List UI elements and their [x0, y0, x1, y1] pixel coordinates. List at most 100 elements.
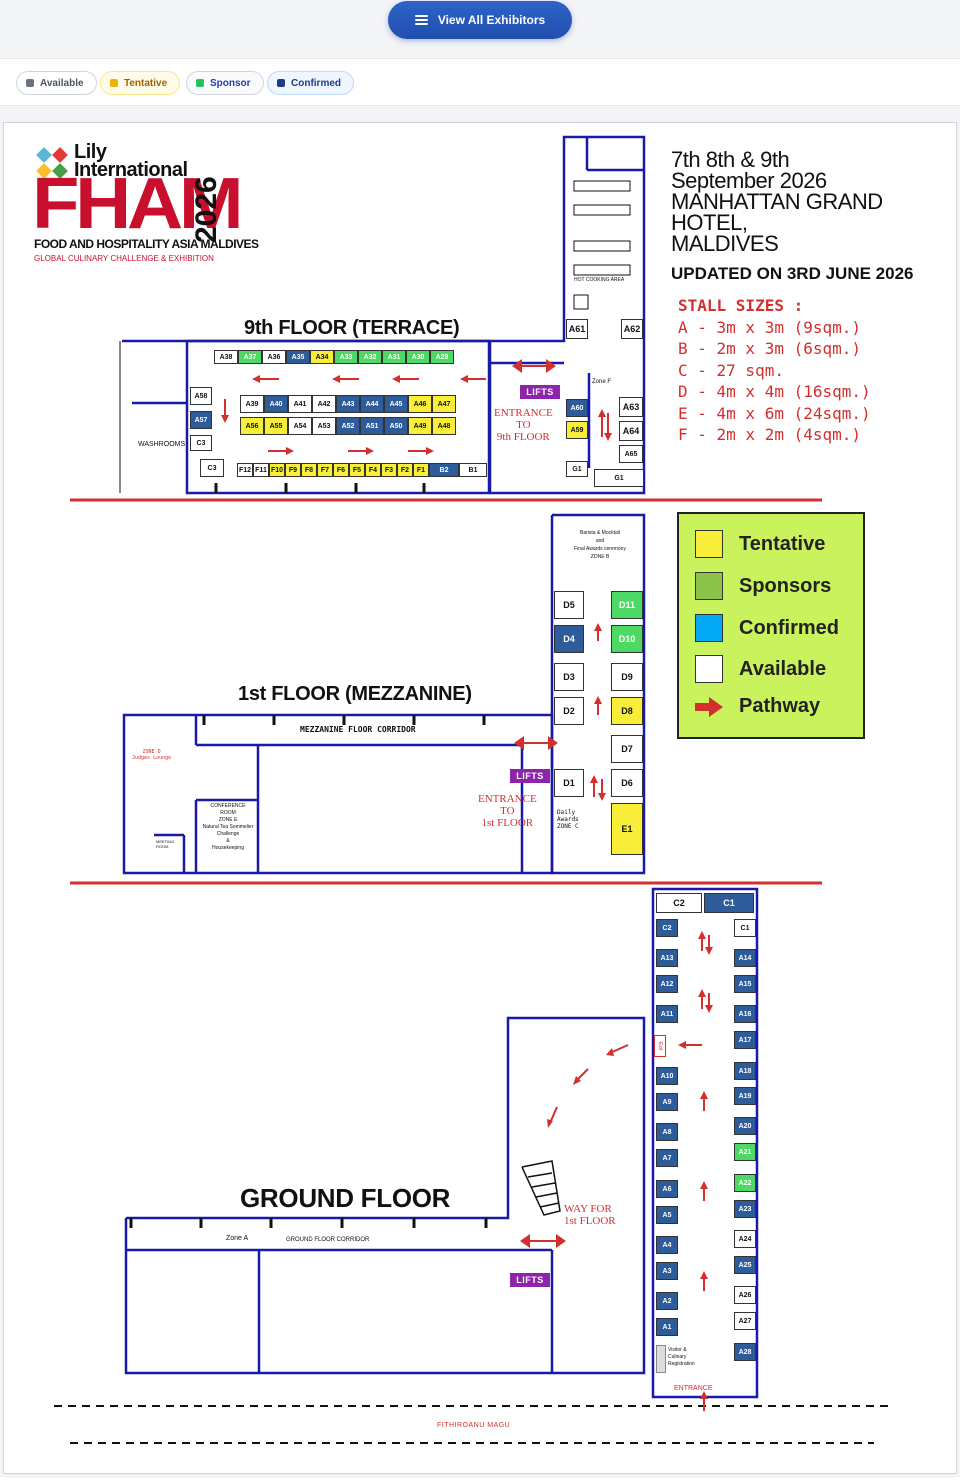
stall-a12[interactable]: A12	[656, 975, 678, 993]
stall-a41[interactable]: A41	[288, 395, 312, 413]
stall-a21[interactable]: A21	[734, 1143, 756, 1161]
stall-a29[interactable]: A29	[430, 350, 454, 364]
stall-b1[interactable]: B1	[459, 463, 487, 477]
stall-a17[interactable]: A17	[734, 1031, 756, 1049]
stall-a7[interactable]: A7	[656, 1149, 678, 1167]
stall-a58[interactable]: A58	[190, 387, 212, 405]
stall-d4[interactable]: D4	[554, 625, 584, 653]
stall-c3[interactable]: C3	[200, 459, 224, 477]
stall-d3[interactable]: D3	[554, 663, 584, 691]
stall-d6[interactable]: D6	[611, 769, 643, 797]
stall-a8[interactable]: A8	[656, 1123, 678, 1141]
stall-a38[interactable]: A38	[214, 350, 238, 364]
stall-a48[interactable]: A48	[432, 417, 456, 435]
stall-a23[interactable]: A23	[734, 1200, 756, 1218]
stall-a42[interactable]: A42	[312, 395, 336, 413]
stall-a36[interactable]: A36	[262, 350, 286, 364]
stall-a53[interactable]: A53	[312, 417, 336, 435]
stall-a30[interactable]: A30	[406, 350, 430, 364]
stall-a26[interactable]: A26	[734, 1286, 756, 1304]
stall-a35[interactable]: A35	[286, 350, 310, 364]
stall-d8[interactable]: D8	[611, 697, 643, 725]
stall-a56[interactable]: A56	[240, 417, 264, 435]
stall-f4[interactable]: F4	[365, 463, 381, 477]
stall-a65[interactable]: A65	[619, 445, 643, 463]
stall-c2[interactable]: C2	[656, 919, 678, 937]
stall-c1[interactable]: C1	[734, 919, 756, 937]
stall-f9[interactable]: F9	[285, 463, 301, 477]
stall-a59[interactable]: A59	[566, 421, 588, 439]
stall-d5[interactable]: D5	[554, 591, 584, 619]
stall-a50[interactable]: A50	[384, 417, 408, 435]
stall-d1[interactable]: D1	[554, 769, 584, 797]
stall-a19[interactable]: A19	[734, 1087, 756, 1105]
stall-e1[interactable]: E1	[611, 803, 643, 855]
stall-a43[interactable]: A43	[336, 395, 360, 413]
stall-a39[interactable]: A39	[240, 395, 264, 413]
stall-a16[interactable]: A16	[734, 1005, 756, 1023]
stall-a64[interactable]: A64	[619, 421, 643, 441]
stall-f11[interactable]: F11	[253, 463, 269, 477]
stall-a63[interactable]: A63	[619, 397, 643, 417]
stall-g1[interactable]: G1	[566, 461, 588, 477]
stall-d7[interactable]: D7	[611, 735, 643, 763]
stall-f5[interactable]: F5	[349, 463, 365, 477]
stall-a60[interactable]: A60	[566, 399, 588, 417]
stall-d2[interactable]: D2	[554, 697, 584, 725]
stall-a6[interactable]: A6	[656, 1180, 678, 1198]
stall-f2[interactable]: F2	[397, 463, 413, 477]
stall-a4[interactable]: A4	[656, 1236, 678, 1254]
stall-a15[interactable]: A15	[734, 975, 756, 993]
stall-f8[interactable]: F8	[301, 463, 317, 477]
stall-a51[interactable]: A51	[360, 417, 384, 435]
filter-confirmed[interactable]: Confirmed	[267, 71, 354, 95]
stall-a33[interactable]: A33	[334, 350, 358, 364]
stall-a13[interactable]: A13	[656, 949, 678, 967]
stall-a57[interactable]: A57	[190, 411, 212, 429]
stall-f12[interactable]: F12	[237, 463, 253, 477]
stall-a5[interactable]: A5	[656, 1206, 678, 1224]
stall-a40[interactable]: A40	[264, 395, 288, 413]
stall-d10[interactable]: D10	[611, 625, 643, 653]
stall-c2[interactable]: C2	[656, 893, 702, 913]
filter-tentative[interactable]: Tentative	[100, 71, 181, 95]
stall-g1[interactable]: G1	[594, 469, 644, 487]
stall-a61[interactable]: A61	[566, 319, 588, 339]
stall-f10[interactable]: F10	[269, 463, 285, 477]
stall-a47[interactable]: A47	[432, 395, 456, 413]
stall-a3[interactable]: A3	[656, 1262, 678, 1280]
stall-c1[interactable]: C1	[704, 893, 754, 913]
stall-a18[interactable]: A18	[734, 1062, 756, 1080]
stall-a44[interactable]: A44	[360, 395, 384, 413]
stall-a31[interactable]: A31	[382, 350, 406, 364]
stall-b2[interactable]: B2	[429, 463, 459, 477]
filter-sponsor[interactable]: Sponsor	[186, 71, 264, 95]
stall-a11[interactable]: A11	[656, 1005, 678, 1023]
stall-f7[interactable]: F7	[317, 463, 333, 477]
stall-a24[interactable]: A24	[734, 1230, 756, 1248]
stall-a2[interactable]: A2	[656, 1292, 678, 1310]
stall-f1[interactable]: F1	[413, 463, 429, 477]
view-all-exhibitors-button[interactable]: View All Exhibitors	[388, 1, 572, 39]
stall-a22[interactable]: A22	[734, 1174, 756, 1192]
stall-a14[interactable]: A14	[734, 949, 756, 967]
stall-f6[interactable]: F6	[333, 463, 349, 477]
stall-a52[interactable]: A52	[336, 417, 360, 435]
stall-a20[interactable]: A20	[734, 1117, 756, 1135]
stall-a62[interactable]: A62	[621, 319, 643, 339]
stall-a25[interactable]: A25	[734, 1256, 756, 1274]
stall-a32[interactable]: A32	[358, 350, 382, 364]
stall-a37[interactable]: A37	[238, 350, 262, 364]
stall-f3[interactable]: F3	[381, 463, 397, 477]
stall-a9[interactable]: A9	[656, 1093, 678, 1111]
stall-a49[interactable]: A49	[408, 417, 432, 435]
stall-a55[interactable]: A55	[264, 417, 288, 435]
filter-available[interactable]: Available	[16, 71, 97, 95]
stall-c3[interactable]: C3	[190, 435, 212, 451]
stall-d11[interactable]: D11	[611, 591, 643, 619]
stall-a27[interactable]: A27	[734, 1312, 756, 1330]
stall-a34[interactable]: A34	[310, 350, 334, 364]
stall-a54[interactable]: A54	[288, 417, 312, 435]
stall-d9[interactable]: D9	[611, 663, 643, 691]
stall-a1[interactable]: A1	[656, 1318, 678, 1336]
